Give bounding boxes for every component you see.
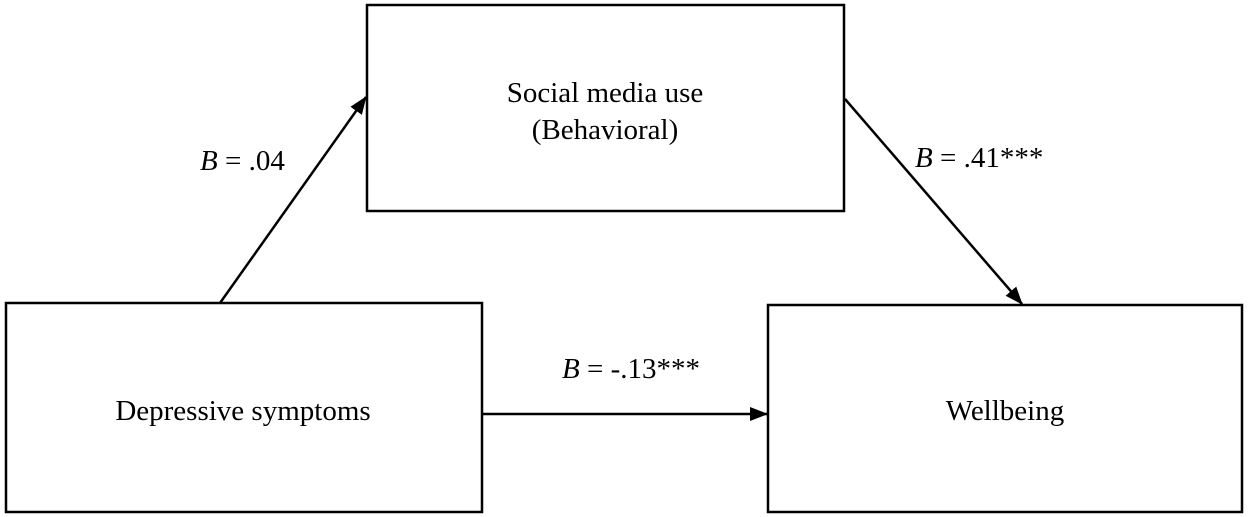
path-b-arrow [844, 98, 1023, 305]
path-a-arrow [218, 96, 368, 304]
path-a-coefficient: B = .04 [200, 145, 285, 177]
mediator-node: Social media use (Behavioral) [365, 3, 846, 213]
path-a-symbol: B [200, 145, 218, 177]
outcome-node: Wellbeing [766, 303, 1244, 514]
mediator-label-line1: Social media use [507, 77, 704, 109]
path-a-value: = .04 [218, 145, 286, 177]
predictor-node: Depressive symptoms [4, 301, 484, 514]
mediator-label-line2: (Behavioral) [532, 114, 679, 146]
mediator-box [365, 3, 846, 213]
path-c-symbol: B [562, 353, 580, 385]
path-b-value: = .41*** [933, 142, 1044, 174]
path-c-coefficient: B = -.13*** [562, 353, 700, 385]
predictor-label: Depressive symptoms [115, 395, 370, 427]
path-c-value: = -.13*** [580, 353, 700, 385]
path-b-coefficient: B = .41*** [915, 142, 1043, 174]
outcome-label: Wellbeing [946, 395, 1064, 427]
path-b-symbol: B [915, 142, 933, 174]
predictor-box [4, 301, 484, 514]
outcome-box [766, 303, 1244, 514]
